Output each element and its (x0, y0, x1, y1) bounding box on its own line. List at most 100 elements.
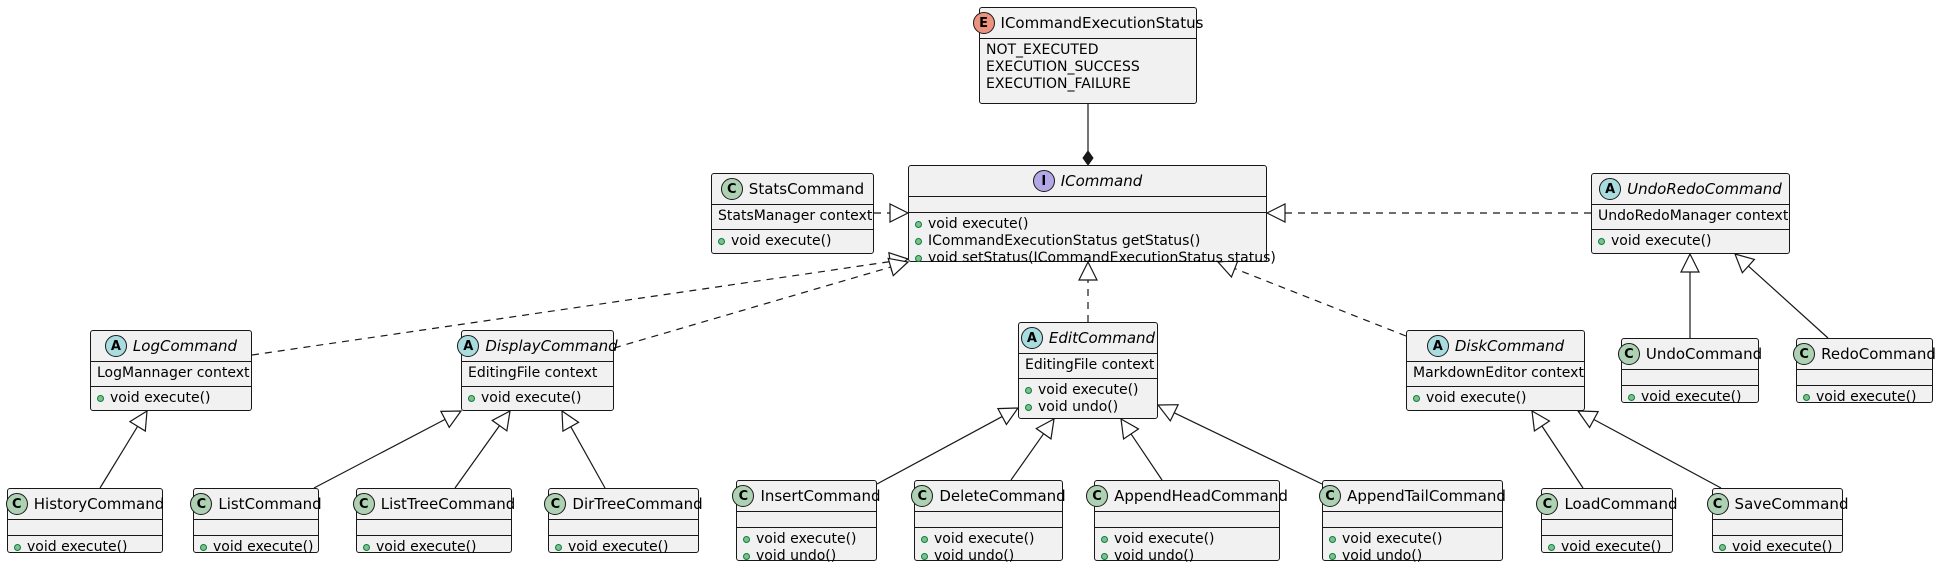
enum-value: NOT_EXECUTED (986, 42, 1099, 58)
method-signature: void setStatus(ICommandExecutionStatus s… (928, 250, 1276, 266)
method-row: void execute() (1598, 233, 1783, 250)
method-signature: void execute() (568, 539, 669, 555)
field-row: EditingFile context (468, 365, 598, 381)
relation-inheritance-history-log (99, 409, 148, 489)
class-name: AppendHeadCommand (1114, 487, 1288, 505)
interface-badge-icon: I (1032, 170, 1055, 192)
class-badge-icon: C (1706, 493, 1729, 515)
method-row: void undo() (1101, 548, 1273, 565)
class-badge-icon: C (544, 493, 567, 515)
public-dot-icon (363, 544, 370, 551)
class-badge-icon: C (1536, 493, 1559, 515)
method-signature: void undo() (756, 548, 837, 564)
class-listcommand[interactable]: C ListCommand void execute() (190, 488, 322, 556)
class-appendheadcommand[interactable]: C AppendHeadCommand void execute() void u… (1086, 480, 1288, 564)
class-name: LoadCommand (1564, 495, 1678, 513)
relation-realization-disk-icommand (1216, 259, 1407, 337)
method-row: void execute() (1548, 539, 1666, 556)
class-name: DiskCommand (1454, 337, 1565, 355)
class-badge-icon: C (1617, 343, 1640, 365)
method-signature: void execute() (1732, 539, 1833, 555)
class-dirtreecommand[interactable]: C DirTreeCommand void execute() (544, 488, 703, 556)
abstract-badge-icon: A (1599, 178, 1622, 200)
public-dot-icon (1548, 544, 1555, 551)
class-savecommand[interactable]: C SaveCommand void execute() (1706, 488, 1848, 556)
method-row: void execute() (1719, 539, 1836, 556)
public-dot-icon (1329, 536, 1336, 543)
relation-realization-edit-icommand (1078, 260, 1098, 322)
method-signature: void execute() (1611, 233, 1712, 249)
method-row: void execute() (1803, 389, 1926, 406)
public-dot-icon (921, 553, 928, 560)
relation-inheritance-appendtail-edit (1156, 404, 1323, 485)
abstract-badge-icon: A (457, 335, 480, 357)
field-row: MarkdownEditor context (1413, 365, 1584, 381)
public-dot-icon (915, 221, 922, 228)
method-signature: void execute() (1114, 531, 1215, 547)
class-name: DirTreeCommand (572, 495, 703, 513)
field-row: LogMannager context (97, 365, 250, 381)
class-undocommand[interactable]: C UndoCommand void execute() (1617, 338, 1763, 406)
method-row: void execute() (1329, 531, 1496, 548)
class-deletecommand[interactable]: C DeleteCommand void execute() void undo(… (911, 480, 1066, 564)
class-historycommand[interactable]: C HistoryCommand void execute() (5, 488, 165, 556)
class-badge-icon: C (1086, 485, 1109, 507)
class-name: ListTreeCommand (380, 495, 516, 513)
method-row: void undo() (1329, 548, 1496, 565)
method-row: void execute() (555, 539, 692, 556)
method-row: void setStatus(ICommandExecutionStatus s… (915, 250, 1276, 267)
method-signature: void execute() (1038, 382, 1139, 398)
method-signature: void execute() (928, 216, 1029, 232)
interface-name: ICommand (1060, 172, 1143, 190)
class-badge-icon: C (720, 178, 743, 200)
class-badge-icon: C (911, 485, 934, 507)
public-dot-icon (1413, 395, 1420, 402)
method-signature: void execute() (376, 539, 477, 555)
class-loadcommand[interactable]: C LoadCommand void execute() (1536, 488, 1678, 556)
field-row: StatsManager context (718, 208, 873, 224)
method-signature: void execute() (1426, 390, 1527, 406)
class-name: ListCommand (218, 495, 322, 513)
method-signature: void execute() (1342, 531, 1443, 547)
class-badge-icon: C (190, 493, 213, 515)
enum-value: EXECUTION_FAILURE (986, 76, 1131, 92)
class-badge-icon: C (5, 493, 28, 515)
method-row: void undo() (743, 548, 870, 565)
class-name: UndoCommand (1645, 345, 1763, 363)
method-signature: void undo() (1342, 548, 1423, 564)
method-row: void execute() (1628, 389, 1752, 406)
method-row: void execute() (1025, 382, 1151, 399)
relation-inheritance-list-display (313, 410, 463, 489)
enum-name: ICommandExecutionStatus (1000, 14, 1204, 32)
abstract-badge-icon: A (104, 335, 127, 357)
class-badge-icon: C (732, 485, 755, 507)
method-signature: void execute() (934, 531, 1035, 547)
relation-realization-undoredo-icommand (1265, 203, 1591, 223)
method-row: void undo() (921, 548, 1056, 565)
public-dot-icon (1803, 394, 1810, 401)
method-row: void execute() (14, 539, 156, 556)
relation-realization-display-icommand (613, 257, 910, 349)
method-row: void execute() (200, 539, 314, 556)
public-dot-icon (921, 536, 928, 543)
public-dot-icon (718, 238, 725, 245)
method-signature: void undo() (1114, 548, 1195, 564)
class-name: HistoryCommand (33, 495, 165, 513)
class-name: SaveCommand (1734, 495, 1849, 513)
method-signature: void execute() (731, 233, 832, 249)
relation-inheritance-insert-edit (876, 407, 1020, 485)
method-signature: void execute() (1816, 389, 1917, 405)
class-name: DeleteCommand (939, 487, 1066, 505)
